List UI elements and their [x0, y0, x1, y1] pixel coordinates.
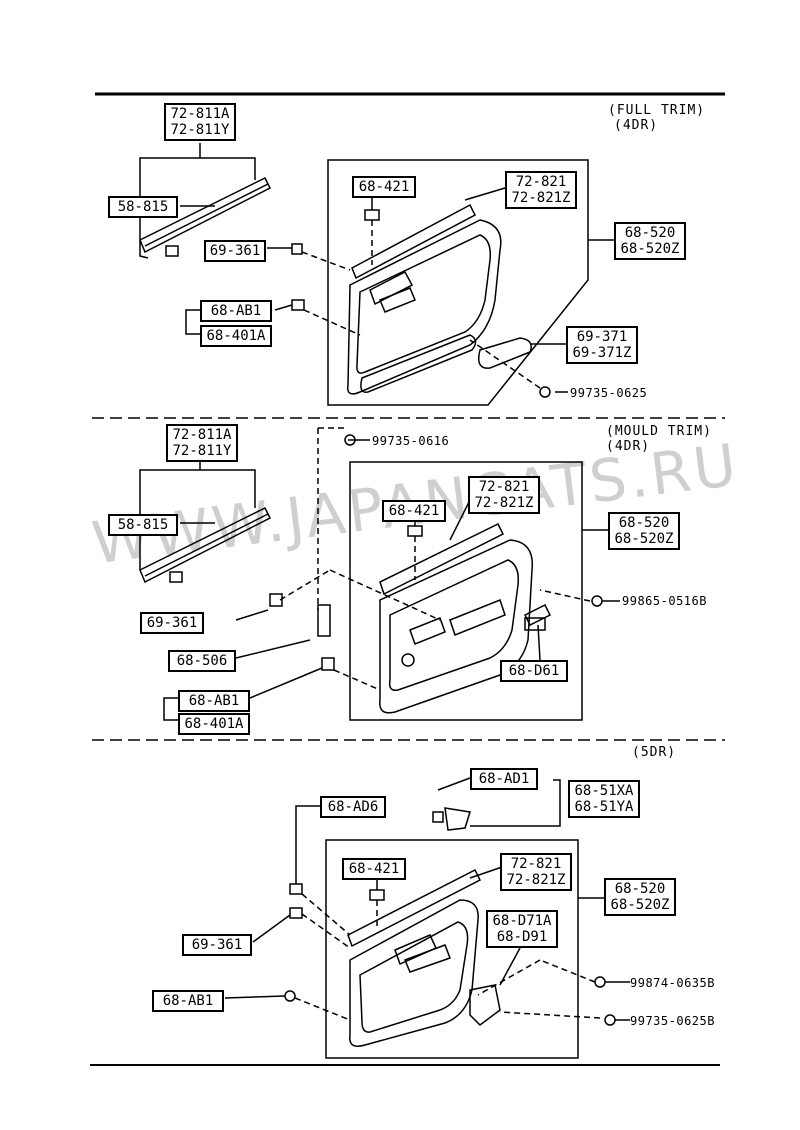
section-3-doors: (5DR) [632, 745, 677, 760]
part-label-clip-single: 68-AB1 [152, 990, 224, 1012]
part-label-trim-panel: 68-520 68-520Z [608, 512, 680, 550]
part-number: 68-520Z [610, 897, 670, 913]
part-label-screw-upper: 99874-0635B [630, 976, 715, 990]
part-number: 68-AD1 [478, 771, 530, 787]
part-number: 72-811Y [170, 122, 230, 138]
part-label-clip-ab1: 68-AB1 [178, 690, 250, 712]
part-label-pull-handle: 68-D71A 68-D91 [486, 910, 558, 948]
part-number: 68-421 [388, 503, 440, 519]
part-number: 68-520 [624, 225, 676, 241]
part-number: 68-421 [348, 861, 400, 877]
part-label-clip-top: 68-AD6 [320, 796, 386, 818]
part-label-escutcheon-clip: 68-AD1 [470, 768, 538, 790]
part-label-clip-401a: 68-401A [200, 325, 272, 347]
part-label-armrest: 69-371 69-371Z [566, 326, 638, 364]
part-number: 68-506 [176, 653, 228, 669]
part-number: 58-815 [117, 517, 169, 533]
part-label-clip: 69-361 [140, 612, 204, 634]
part-label-clip-upper: 69-361 [204, 240, 266, 262]
part-label-belt-strip: 72-821 72-821Z [468, 476, 540, 514]
part-number: 68-520Z [620, 241, 680, 257]
part-number: 68-401A [184, 716, 244, 732]
part-number: 68-401A [206, 328, 266, 344]
part-label-molding: 58-815 [108, 514, 178, 536]
part-label-screw-top: 99735-0616 [372, 434, 450, 448]
part-number: 69-371 [576, 329, 628, 345]
part-number: 72-821 [510, 856, 562, 872]
part-number: 69-361 [191, 937, 243, 953]
part-number: 68-AB1 [162, 993, 214, 1009]
part-number: 68-D71A [492, 913, 552, 929]
part-number: 68-D91 [496, 929, 548, 945]
part-number: 72-811A [170, 106, 230, 122]
part-number: 69-371Z [572, 345, 632, 361]
part-number: 72-811Y [172, 443, 232, 459]
part-number: 68-D61 [508, 663, 560, 679]
part-label-handle-cover: 68-421 [342, 858, 406, 880]
part-number: 68-AD6 [327, 799, 379, 815]
part-label-belt-strip: 72-821 72-821Z [505, 171, 577, 209]
part-number: 72-821Z [474, 495, 534, 511]
part-label-trim-panel: 68-520 68-520Z [604, 878, 676, 916]
section-1-variant: (FULL TRIM) [608, 103, 706, 118]
part-label-pull-handle: 68-D61 [500, 660, 568, 682]
part-label-molding: 58-815 [108, 196, 178, 218]
part-label-escutcheon: 68-51XA 68-51YA [568, 780, 640, 818]
part-label-clip: 69-361 [182, 934, 252, 956]
part-label-screw: 99735-0625 [570, 386, 648, 400]
part-number: 58-815 [117, 199, 169, 215]
part-label-handle-cover: 68-421 [352, 176, 416, 198]
part-label-screw-lower: 99735-0625B [630, 1014, 715, 1028]
part-label-weatherstrip: 72-811A 72-811Y [164, 103, 236, 141]
part-label-belt-strip: 72-821 72-821Z [500, 853, 572, 891]
part-number: 68-51XA [574, 783, 634, 799]
part-number: 68-51YA [574, 799, 634, 815]
part-number: 72-821 [515, 174, 567, 190]
section-2-doors: (4DR) [606, 439, 651, 454]
part-label-handle-cover: 68-421 [382, 500, 446, 522]
part-number: 68-421 [358, 179, 410, 195]
part-number: 69-361 [146, 615, 198, 631]
part-number: 68-520 [618, 515, 670, 531]
part-label-clip-ab1: 68-AB1 [200, 300, 272, 322]
section-2-variant: (MOULD TRIM) [606, 424, 712, 439]
part-label-trim-panel: 68-520 68-520Z [614, 222, 686, 260]
part-label-bracket: 68-506 [168, 650, 236, 672]
part-number: 72-821Z [511, 190, 571, 206]
part-number: 69-361 [209, 243, 261, 259]
part-label-weatherstrip: 72-811A 72-811Y [166, 424, 238, 462]
part-number: 68-AB1 [210, 303, 262, 319]
part-label-clip-401a: 68-401A [178, 713, 250, 735]
part-label-screw-right: 99865-0516B [622, 594, 707, 608]
part-number: 72-821Z [506, 872, 566, 888]
part-number: 72-821 [478, 479, 530, 495]
part-number: 68-520Z [614, 531, 674, 547]
part-number: 68-AB1 [188, 693, 240, 709]
part-number: 68-520 [614, 881, 666, 897]
part-number: 72-811A [172, 427, 232, 443]
section-1-doors: (4DR) [614, 118, 659, 133]
